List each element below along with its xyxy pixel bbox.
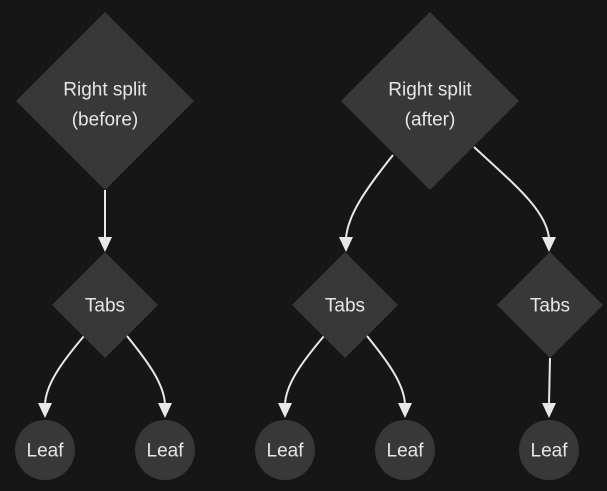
tabs-after-right-diamond [497,252,603,358]
arrowhead-leaf-after-3 [542,403,556,418]
leaf-after-2-node: Leaf [375,420,435,480]
tabs-after-left-diamond [292,252,398,358]
edge-tabs-after-right-to-leaf-3 [548,357,551,405]
leaf-after-2-label: Leaf [387,441,425,462]
edge-tabs-before-to-leaf-left [44,335,85,405]
split-after-node: Right split (after) [341,12,519,190]
leaf-after-3-circle [519,420,579,480]
leaf-after-1-circle [255,420,315,480]
after-tree: Right split (after) Tabs Tabs Leaf Leaf … [255,12,603,480]
tabs-after-right-label: Tabs [530,296,570,317]
split-before-label-line1: Right split [63,80,147,101]
split-before-label-line2: (before) [72,110,139,131]
leaf-before-right-node: Leaf [135,420,195,480]
leaf-before-left-label: Leaf [27,441,65,462]
leaf-before-right-label: Leaf [147,441,185,462]
split-before-node: Right split (before) [16,12,194,190]
tabs-before-label: Tabs [85,296,125,317]
arrowhead-leaf-before-right [158,403,172,418]
split-after-label-line1: Right split [388,80,472,101]
leaf-before-right-circle [135,420,195,480]
split-after-diamond [341,12,519,190]
split-before-diamond [16,12,194,190]
leaf-after-3-label: Leaf [531,441,569,462]
edge-split-after-to-tabs-left [345,154,394,239]
tabs-before-diamond [52,252,158,358]
tabs-after-left-label: Tabs [325,296,365,317]
arrowhead-leaf-before-left [38,403,52,418]
leaf-after-2-circle [375,420,435,480]
leaf-after-3-node: Leaf [519,420,579,480]
before-tree: Right split (before) Tabs Leaf Leaf [15,12,195,480]
leaf-before-left-node: Leaf [15,420,75,480]
edge-tabs-after-left-to-leaf-2 [366,335,406,405]
leaf-after-1-label: Leaf [267,441,305,462]
tabs-after-left-node: Tabs [292,252,398,358]
arrowhead-tabs-after-left [339,237,353,252]
arrowhead-tabs-after-right [542,237,556,252]
edge-split-after-to-tabs-right [473,146,550,239]
arrowhead-leaf-after-2 [398,403,412,418]
tabs-before-node: Tabs [52,252,158,358]
leaf-before-left-circle [15,420,75,480]
arrowhead-leaf-after-1 [278,403,292,418]
edge-tabs-before-to-leaf-right [126,335,166,405]
edge-tabs-after-left-to-leaf-1 [284,335,325,405]
tabs-after-right-node: Tabs [497,252,603,358]
leaf-after-1-node: Leaf [255,420,315,480]
arrowhead-tabs-before [98,237,112,252]
split-after-label-line2: (after) [405,110,456,131]
